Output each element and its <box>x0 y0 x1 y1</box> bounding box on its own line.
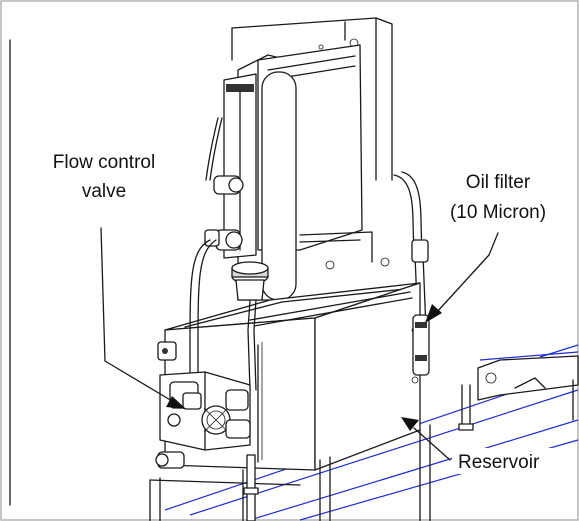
filler-breather <box>231 261 269 301</box>
leader-flow-control <box>100 227 186 409</box>
label-oil-filter-line1: Oil filter <box>466 172 531 193</box>
label-flow-control-line1: Flow control <box>53 152 155 173</box>
cooler-fittings <box>204 117 244 251</box>
hose-lines <box>189 239 413 391</box>
label-flow-control-line2: valve <box>82 181 126 202</box>
leader-reservoir <box>401 417 451 461</box>
support-frame <box>9 17 393 506</box>
base-bracket <box>458 355 579 431</box>
return-line <box>393 171 429 331</box>
stand-legs <box>149 424 431 521</box>
label-reservoir: Reservoir <box>458 452 540 473</box>
oil-filter <box>412 314 430 376</box>
flow-control-valve <box>155 341 251 469</box>
leader-oil-filter <box>425 232 499 323</box>
label-oil-filter-line2: (10 Micron) <box>450 202 546 223</box>
oil-cooler <box>223 44 390 301</box>
